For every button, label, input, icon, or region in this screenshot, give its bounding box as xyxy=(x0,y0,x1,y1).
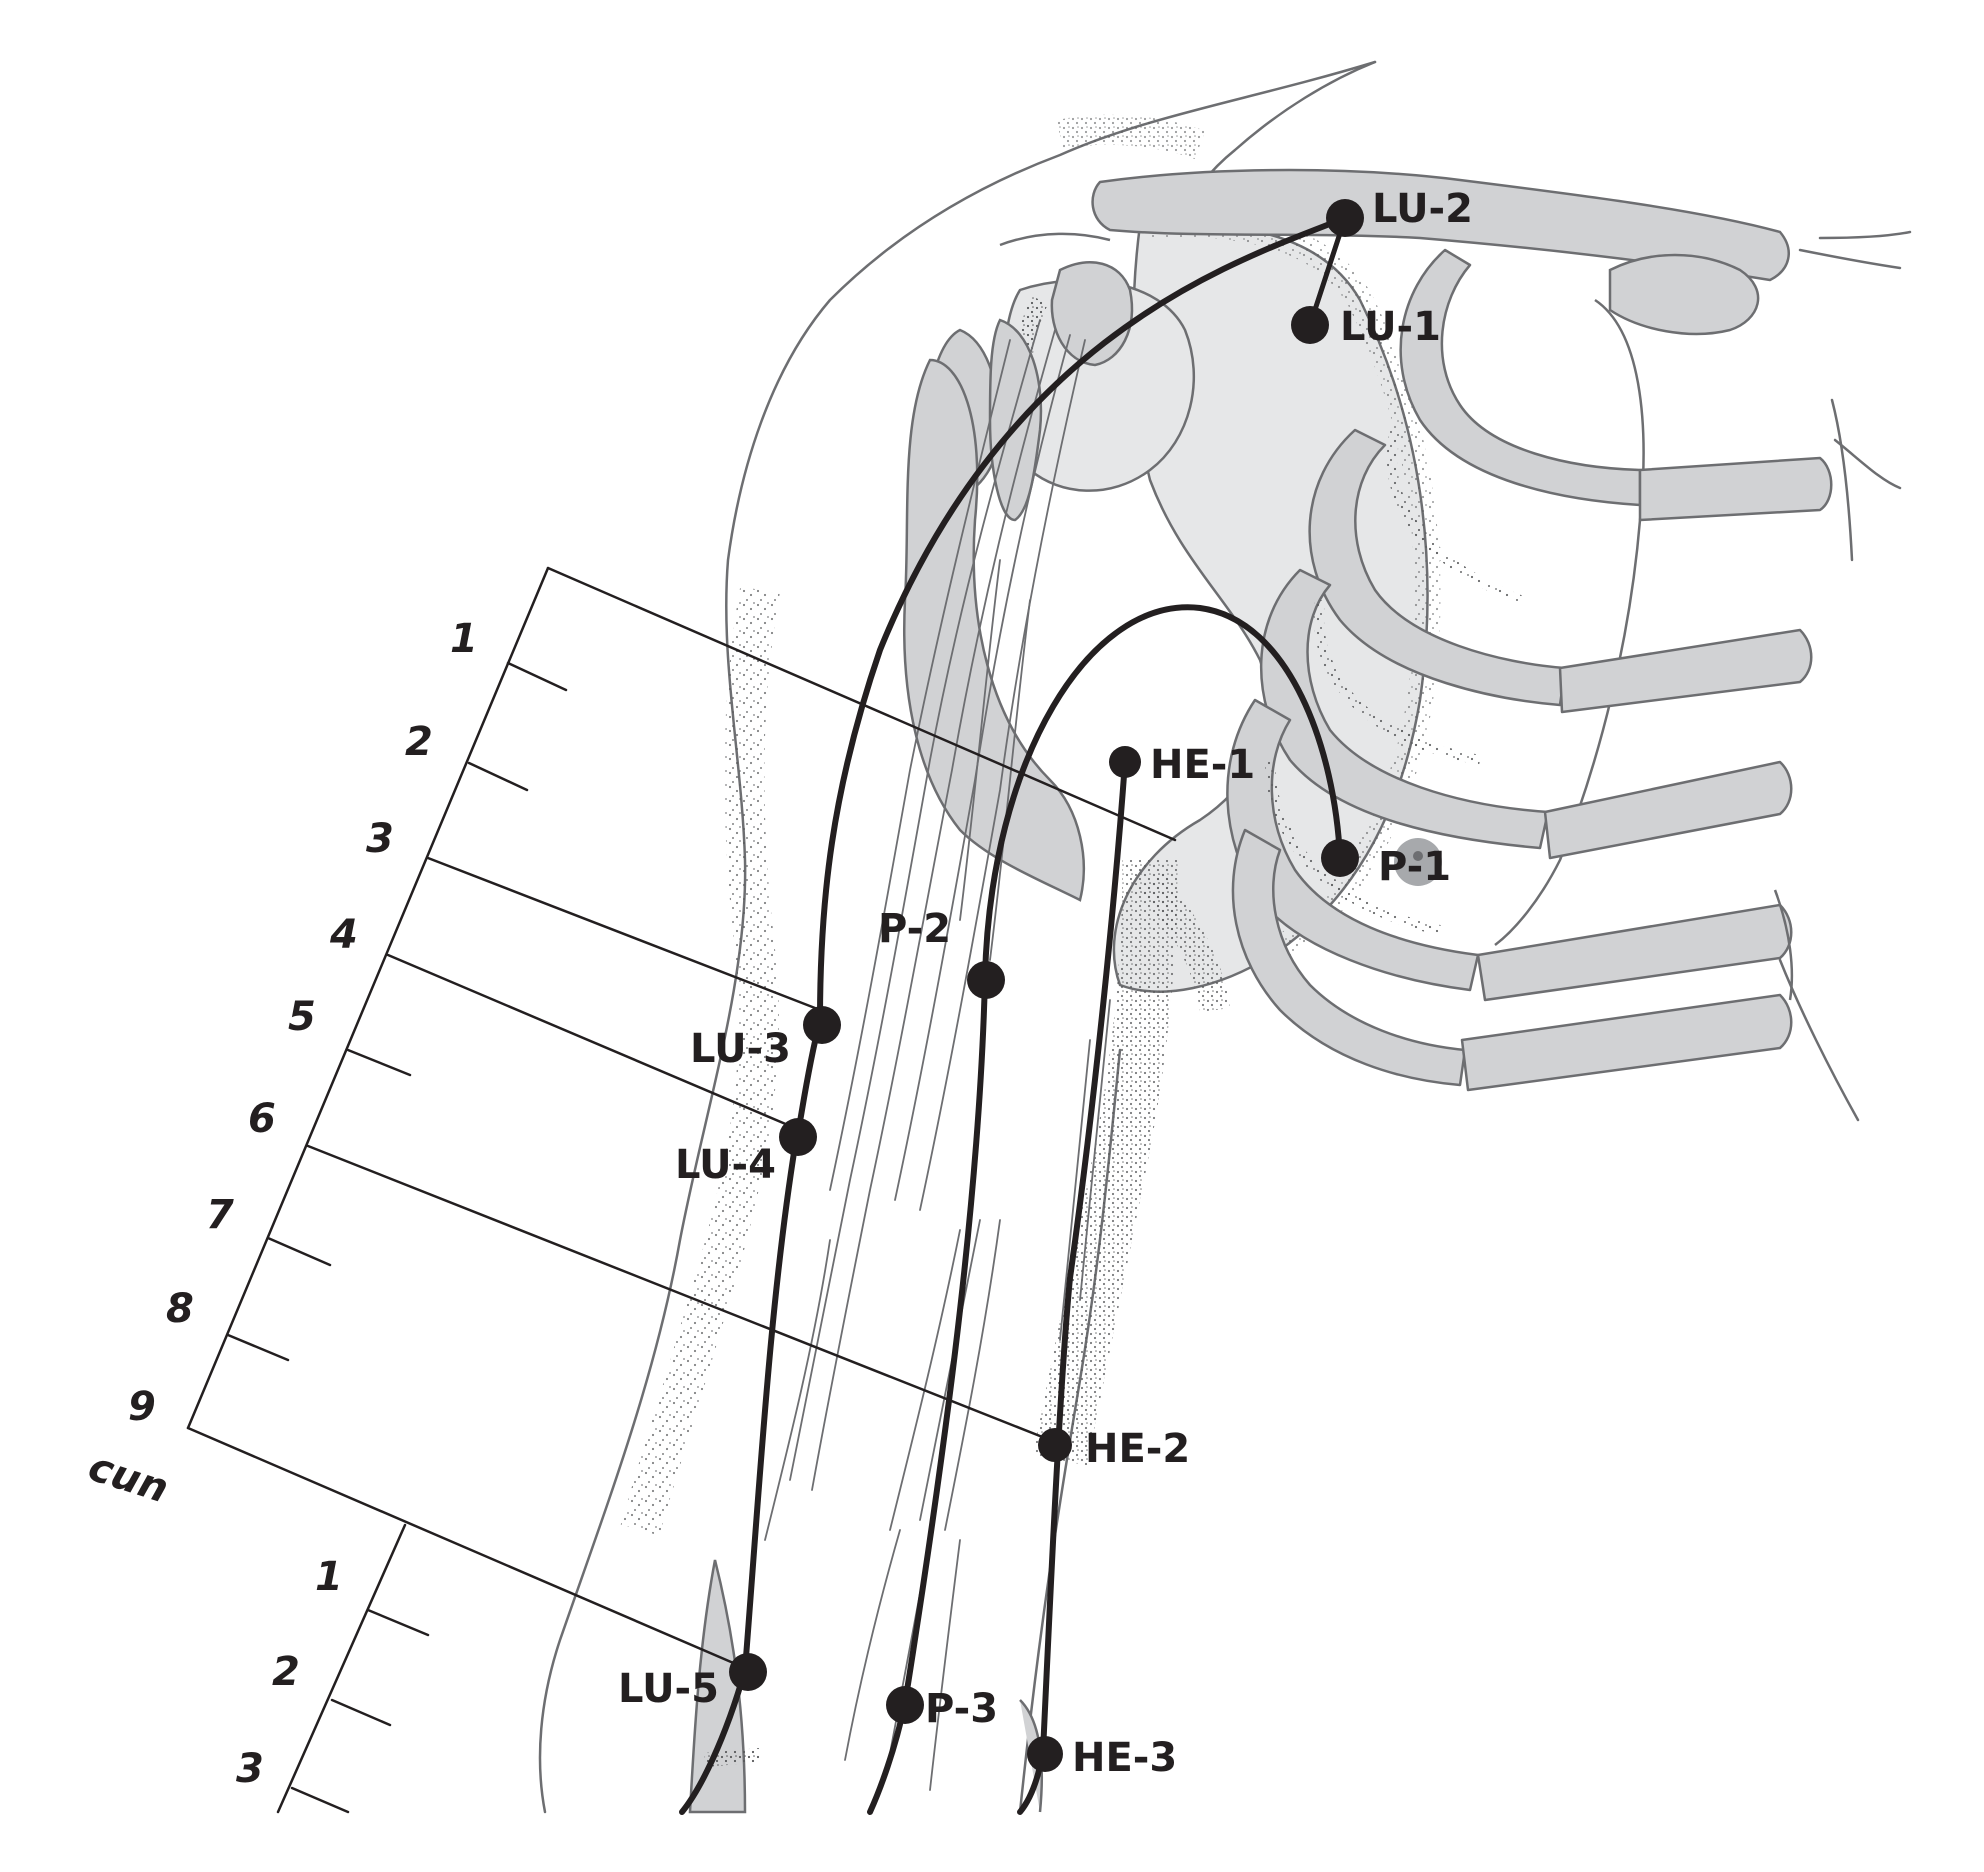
rib-cartilage-3 xyxy=(1543,760,1793,860)
lower-tick-1 xyxy=(366,1608,430,1637)
he3-marker[interactable] xyxy=(1027,1736,1063,1772)
acupoint-labels: LU-2 LU-1 HE-1 P-1 P-2 LU-3 LU-4 HE-2 LU… xyxy=(618,186,1473,1781)
scale-upper-1: 1 xyxy=(450,616,478,662)
lower-scale-axis xyxy=(276,1523,407,1814)
rib-1 xyxy=(1399,248,1642,507)
tick-7 xyxy=(266,1236,332,1267)
scale-lower-3: 3 xyxy=(236,1746,264,1792)
tick-1 xyxy=(506,661,568,692)
scale-upper-4: 4 xyxy=(329,912,358,958)
rib-edge xyxy=(1773,889,1794,1001)
p1-marker[interactable] xyxy=(1321,839,1359,877)
scale-lower-2: 2 xyxy=(272,1649,300,1695)
label-he1: HE-1 xyxy=(1150,742,1255,788)
label-he2: HE-2 xyxy=(1085,1426,1190,1472)
lu1-marker[interactable] xyxy=(1291,306,1329,344)
clavicle xyxy=(1091,168,1790,282)
lower-tick-3 xyxy=(290,1786,350,1814)
upper-arm-muscles xyxy=(620,114,1230,1536)
lu3-marker[interactable] xyxy=(803,1006,841,1044)
medial-arm-texture xyxy=(1033,859,1178,1466)
label-p2: P-2 xyxy=(878,906,951,952)
manubrium xyxy=(1608,253,1760,336)
pectoral-texture xyxy=(1139,210,1441,961)
lateral-arm-texture xyxy=(620,586,780,1536)
label-lu2: LU-2 xyxy=(1372,186,1473,232)
axilla-texture xyxy=(1138,870,1230,1013)
lu2-marker[interactable] xyxy=(1326,199,1364,237)
tick-2 xyxy=(467,761,529,792)
label-lu1: LU-1 xyxy=(1340,304,1441,350)
scale-upper-7: 7 xyxy=(206,1192,234,1238)
p3-marker[interactable] xyxy=(886,1686,924,1724)
scale-upper-8: 8 xyxy=(166,1286,194,1332)
measurement-scales xyxy=(186,566,1177,1814)
nipple-mark xyxy=(1413,851,1423,861)
label-he3: HE-3 xyxy=(1072,1735,1177,1781)
label-lu3: LU-3 xyxy=(690,1026,791,1072)
tick-8 xyxy=(226,1333,290,1362)
lu5-marker[interactable] xyxy=(729,1653,767,1691)
muscle-fibers xyxy=(764,319,1111,1791)
rib-4 xyxy=(1226,698,1480,992)
scale-upper-3: 3 xyxy=(366,816,394,862)
scale-upper-5: 5 xyxy=(288,994,316,1040)
rib-cartilage-2 xyxy=(1558,628,1813,714)
label-lu5: LU-5 xyxy=(618,1666,719,1712)
upper-scale-axis xyxy=(186,566,550,1430)
label-p1: P-1 xyxy=(1378,844,1451,890)
rib-2 xyxy=(1308,428,1567,707)
lower-tick-2 xyxy=(330,1698,392,1727)
p1-highlight xyxy=(1394,838,1442,886)
rib-cartilage-1 xyxy=(1638,456,1833,522)
scale-upper-6: 6 xyxy=(248,1096,276,1142)
tick-5 xyxy=(346,1048,412,1077)
acupoint-markers xyxy=(729,199,1442,1772)
ref-line-6 xyxy=(306,1144,1052,1442)
label-lu4: LU-4 xyxy=(675,1142,776,1188)
scale-unit-cun: cun xyxy=(83,1444,174,1513)
ref-line-3 xyxy=(426,856,817,1010)
shoulder-arm-anatomy xyxy=(538,60,1912,1814)
p2-marker[interactable] xyxy=(967,961,1005,999)
he2-marker[interactable] xyxy=(1038,1428,1072,1462)
rib-cartilage-4 xyxy=(1476,903,1793,1002)
forearm-bone xyxy=(688,1559,747,1814)
ref-line-4 xyxy=(386,953,797,1130)
scale-upper-9: 9 xyxy=(128,1384,156,1430)
rib-5 xyxy=(1231,828,1467,1087)
ref-line-9 xyxy=(186,1426,747,1670)
sternum-edge xyxy=(1494,298,1645,946)
ribcage xyxy=(1226,248,1833,1092)
cun-scale-labels: 1 2 3 4 5 6 7 8 9 cun 1 2 3 xyxy=(83,616,478,1792)
label-p3: P-3 xyxy=(925,1686,998,1732)
he1-marker[interactable] xyxy=(1109,746,1141,778)
neck-texture xyxy=(1056,114,1206,160)
rib-texture xyxy=(1265,428,1522,935)
lu4-marker[interactable] xyxy=(779,1118,817,1156)
scale-lower-1: 1 xyxy=(315,1554,343,1600)
rib-cartilage-5 xyxy=(1460,993,1793,1092)
scale-upper-2: 2 xyxy=(405,719,433,765)
clavicle-lateral-edge xyxy=(999,232,1111,247)
